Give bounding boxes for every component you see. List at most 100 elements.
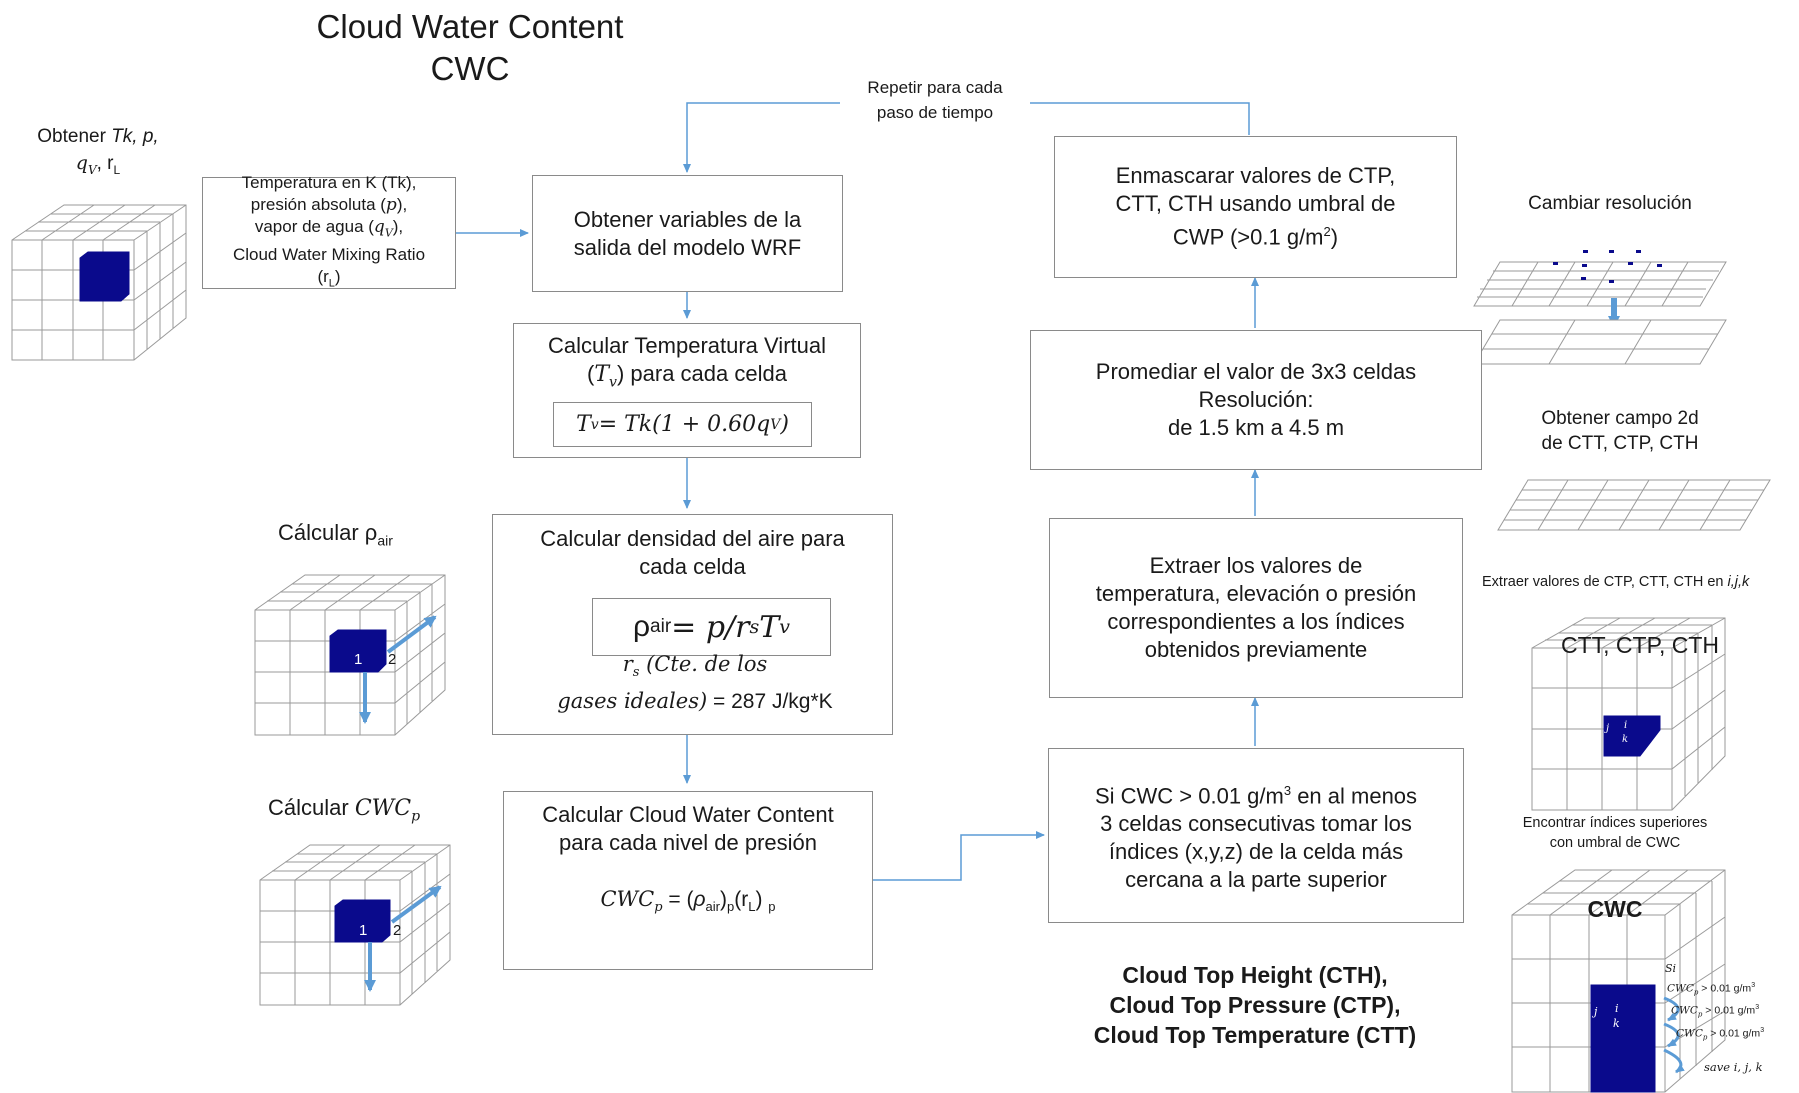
input-line-4: Cloud Water Mixing Ratio (232, 245, 426, 264)
save-ijk: save i, j, k (1704, 1060, 1763, 1074)
box-extraer-valores: Extraer los valores de temperatura, elev… (1049, 518, 1463, 698)
repeat-note: Repetir para cada paso de tiempo (840, 75, 1030, 125)
obtener-vars: Tk, p, (111, 126, 159, 147)
input-l5a: (r (317, 267, 329, 286)
cube2-label-2: 2 (388, 651, 397, 668)
cond3-sub: p (1702, 1033, 1708, 1042)
input-l3s: V (384, 226, 393, 239)
cond-si: Si (1665, 962, 1677, 975)
cwc-idx-j: j (1594, 1005, 1598, 1018)
cube3-label-2: 2 (393, 922, 402, 939)
loop-line-right (1030, 102, 1250, 135)
grid-plane-fine (1473, 250, 1727, 307)
input-l3b: ), (392, 216, 404, 236)
arrow-cwc-to-si (873, 831, 1045, 881)
bottom-title-line-2: Cloud Top Pressure (CTP), (1109, 992, 1401, 1018)
note1s: s (632, 665, 640, 681)
rho-eq-a: ρ (632, 610, 651, 643)
densidad-line-2: cada celda (639, 554, 746, 579)
grid-cube-2 (254, 574, 446, 736)
label-obtener-campo: Obtener campo 2d de CTT, CTP, CTH (1500, 406, 1740, 456)
enm-l3s: 2 (1323, 224, 1331, 240)
rho-text: Cálcular ρ (278, 520, 378, 545)
extraer-line-2: temperatura, elevación o presión (1095, 581, 1417, 606)
rl-sub: L (113, 162, 121, 177)
enmascarar-line-1: Enmascarar valores de CTP, (1115, 163, 1396, 189)
note1b: (Cte. de los (639, 652, 768, 676)
tv-eq-c: ) (780, 412, 789, 437)
cond-1: CWCp > 0.01 g/m3 (1667, 982, 1755, 997)
cond-2: CWCp > 0.01 g/m3 (1671, 1004, 1759, 1019)
rl-var: , r (96, 153, 114, 174)
cond1-sup: 3 (1751, 982, 1756, 989)
densidad-note-line-1: rs (Cte. de los (520, 650, 870, 687)
cwc-box-line-1: Calcular Cloud Water Content (542, 802, 834, 827)
si-l1a: Si CWC > 0.01 g/m (1094, 783, 1284, 809)
cwc-eq-es: p (768, 899, 776, 915)
cwc-idx-i: i (1615, 1002, 1619, 1015)
label-calcular-cwc: Cálcular CWCp (268, 795, 420, 824)
encontrar-line-2: con umbral de CWC (1549, 835, 1681, 851)
cond1-val: > 0.01 g/m (1698, 982, 1752, 995)
cwc-eq-cs: p (726, 899, 735, 915)
rho-eq-s: air (650, 616, 672, 637)
cwc-sub: p (411, 808, 421, 825)
rho-eq-b: = p/r (671, 609, 750, 645)
label-encontrar-indices: Encontrar índices superiores con umbral … (1490, 813, 1740, 853)
extraer-valores-ijk: i,j,k (1727, 574, 1750, 590)
densidad-note: rs (Cte. de los gases ideales) = 287 J/k… (520, 650, 870, 716)
grid-cube-cwc (1511, 869, 1726, 1093)
input-line-5: (rL) (317, 266, 340, 294)
repeat-note-line-2: paso de tiempo (876, 103, 994, 122)
cond3-sup: 3 (1760, 1027, 1765, 1034)
cond1-var: CWC (1667, 982, 1694, 995)
bottom-title: Cloud Top Height (CTH), Cloud Top Pressu… (1060, 960, 1450, 1050)
densidad-note-line-2: gases ideales) = 287 J/kg*K (520, 687, 870, 716)
condition-arrows (1663, 996, 1685, 1074)
title-line-1: Cloud Water Content (316, 8, 624, 45)
input-l2a: presión absoluta ( (250, 194, 386, 214)
cond2-val: > 0.01 g/m (1702, 1004, 1756, 1017)
rho-eq-s3: v (779, 616, 791, 638)
note2b: = 287 J/kg*K (707, 690, 833, 714)
extraer-line-4: obtenidos previamente (1144, 637, 1368, 662)
input-line-2: presión absoluta (p), (251, 194, 407, 216)
note2: gases ideales) (557, 689, 708, 714)
rho-eq-c: T (759, 609, 780, 645)
cwc-eq-rs: air (705, 899, 720, 915)
rho-sub: air (377, 532, 393, 549)
input-line-1: Temperatura en K (Tk), (241, 172, 417, 192)
cond3-val: > 0.01 g/m (1707, 1027, 1761, 1040)
tv-eq-s: v (590, 416, 599, 433)
tv-eq-a: T (576, 412, 591, 437)
grid-cube-1 (11, 204, 187, 361)
box-enmascarar: Enmascarar valores de CTP, CTT, CTH usan… (1054, 136, 1457, 278)
cube2-label-1: 1 (354, 651, 363, 668)
grid-cube-ctt (1531, 617, 1726, 811)
input-variables-box: Temperatura en K (Tk), presión absoluta … (202, 173, 456, 289)
rho-eq-s2: s (749, 616, 760, 638)
ctt-idx-j: j (1606, 723, 1610, 734)
cwc-eq-ds: L (748, 899, 756, 915)
qv-sub: V (87, 162, 97, 177)
label-extraer-valores: Extraer valores de CTP, CTT, CTH en i,j,… (1482, 574, 1798, 590)
cond1-sub: p (1693, 988, 1699, 997)
note1: r (622, 652, 633, 676)
tv-l2v: T (594, 362, 610, 387)
si-cwc-line-4: cercana a la parte superior (1125, 867, 1387, 893)
box-si-cwc: Si CWC > 0.01 g/m3 en al menos 3 celdas … (1048, 748, 1464, 923)
grid-plane-2d (1497, 479, 1771, 531)
qv-var: q (75, 152, 88, 174)
connector-lines (456, 102, 1259, 881)
cwc-text: Cálcular (268, 795, 355, 820)
cwc-eq-a: CWC (600, 887, 655, 911)
si-cwc-line-3: índices (x,y,z) de la celda más (1108, 839, 1404, 865)
cwc-eq-c: ) (719, 888, 727, 911)
ctt-idx-k: k (1622, 734, 1629, 745)
input-l2v: p (385, 194, 397, 215)
input-line-3: vapor de agua (qV), (255, 216, 403, 244)
grid-plane-coarse (1473, 319, 1727, 365)
